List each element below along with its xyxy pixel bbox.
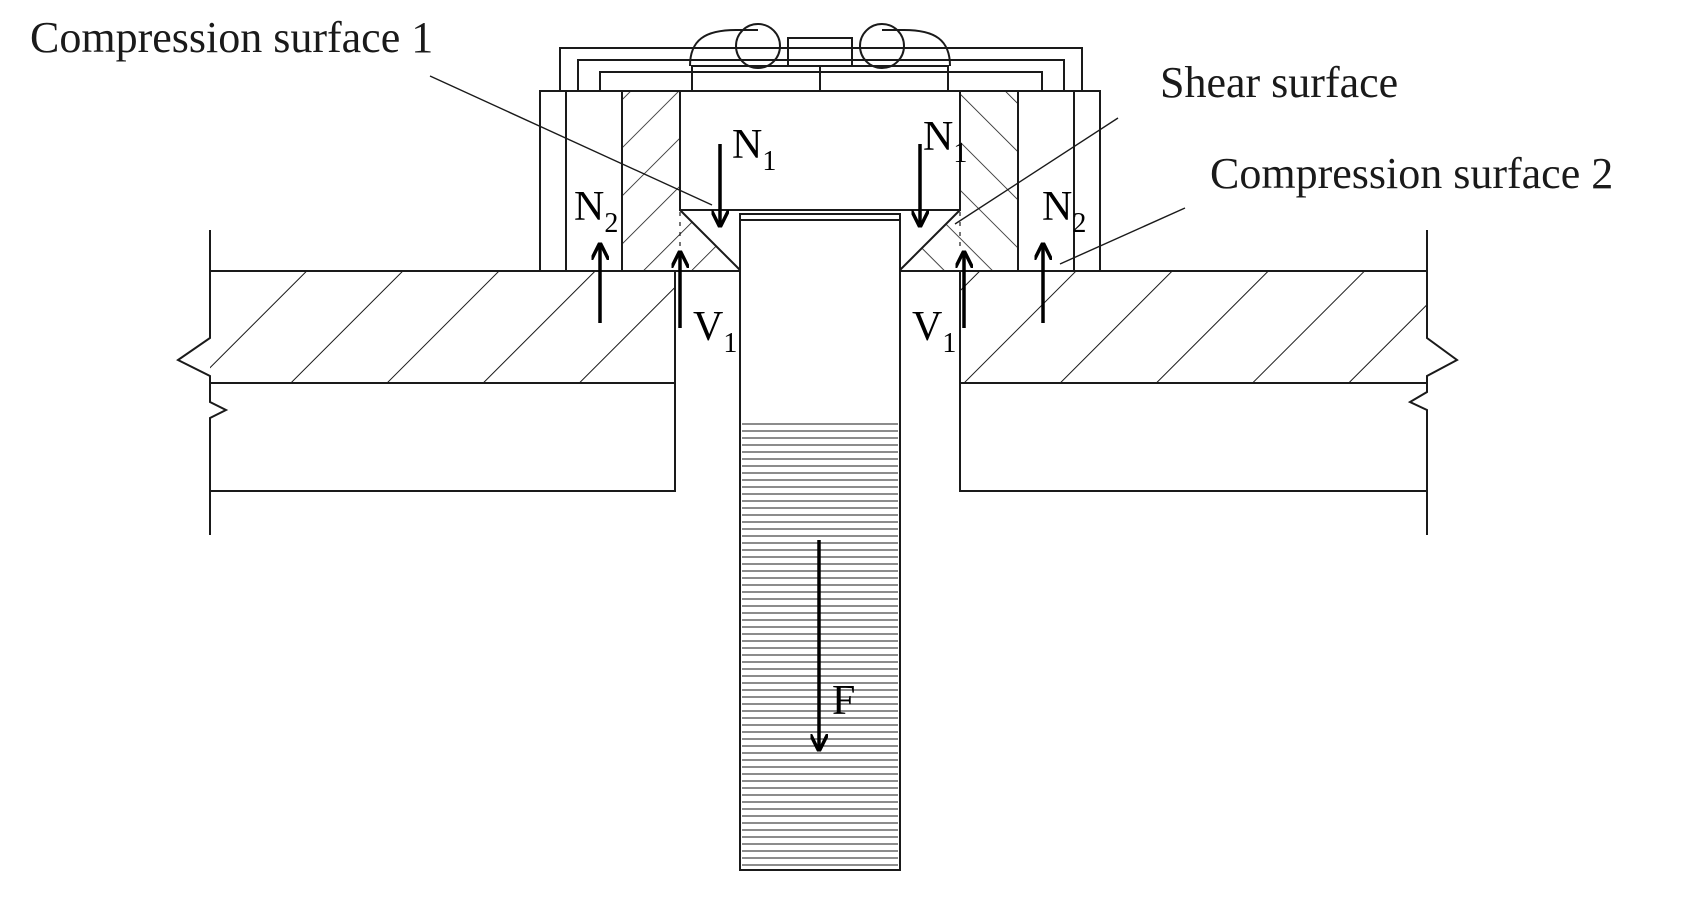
label-shear-surface: Shear surface: [1160, 58, 1398, 107]
force-label-f: F: [832, 678, 855, 724]
rod-threads: [741, 423, 899, 866]
label-compression-surface-2: Compression surface 2: [1210, 149, 1613, 198]
leader-compression-surface-2: [1059, 207, 1186, 265]
force-label-n1-left: N1: [732, 122, 776, 177]
housing: [539, 90, 1101, 272]
force-label-n2-left: N2: [574, 184, 618, 239]
top-cap: [559, 23, 1083, 92]
force-arrows: [600, 144, 1043, 748]
label-compression-surface-1: Compression surface 1: [30, 13, 433, 62]
force-label-n1-right: N1: [923, 114, 967, 169]
force-label-v1-right: V1: [912, 304, 956, 359]
leader-compression-surface-1: [429, 75, 713, 206]
force-label-n2-right: N2: [1042, 184, 1086, 239]
leader-shear-surface: [954, 117, 1119, 225]
slab-right: [959, 230, 1459, 535]
force-label-v1-left: V1: [693, 304, 737, 359]
slab-left: [176, 230, 676, 535]
